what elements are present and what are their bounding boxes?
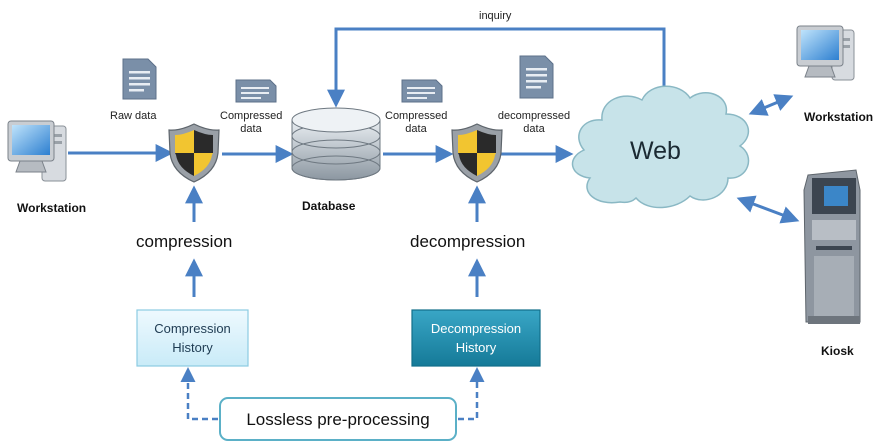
compressed-data-1-line2: data bbox=[240, 123, 262, 135]
raw-data-label: Raw data bbox=[110, 110, 157, 122]
compressed-document-icon-1 bbox=[235, 79, 277, 103]
compressed-data-2-label: Compressed data bbox=[385, 110, 447, 136]
workstation-right-icon bbox=[796, 25, 855, 81]
database-label: Database bbox=[302, 199, 356, 213]
decompressed-document-icon bbox=[519, 55, 554, 99]
database-icon bbox=[291, 107, 381, 181]
decompression-shield-icon bbox=[451, 123, 503, 183]
decompressed-data-label: decompressed data bbox=[490, 110, 578, 136]
compressed-data-2-line1: Compressed bbox=[385, 110, 448, 122]
compression-shield-icon bbox=[168, 123, 220, 183]
dashed-to-decompression-history bbox=[458, 367, 485, 421]
compressed-data-1-label: Compressed data bbox=[220, 110, 282, 136]
workstation-left-label: Workstation bbox=[17, 201, 87, 215]
web-label: Web bbox=[630, 137, 681, 165]
compressed-data-1-line1: Compressed bbox=[220, 110, 283, 122]
compression-history-line1: Compression bbox=[154, 321, 231, 336]
dashed-to-compression-history bbox=[180, 367, 218, 421]
workstation-right-label: Workstation bbox=[804, 110, 874, 124]
compression-history-text: Compression History bbox=[137, 310, 248, 366]
kiosk-label: Kiosk bbox=[821, 344, 854, 358]
compressed-data-2-line2: data bbox=[405, 123, 427, 135]
arrow-web-workstation bbox=[748, 94, 794, 116]
compressed-document-icon-2 bbox=[401, 79, 443, 103]
lossless-label: Lossless pre-processing bbox=[246, 409, 430, 429]
inquiry-connector bbox=[327, 27, 666, 108]
workstation-left-icon bbox=[7, 120, 67, 182]
decompression-history-line2: History bbox=[455, 340, 497, 355]
decompressed-data-line1: decompressed bbox=[497, 110, 571, 122]
arrow-web-kiosk bbox=[736, 195, 800, 224]
raw-document-icon bbox=[122, 58, 157, 100]
compression-history-line2: History bbox=[172, 340, 213, 355]
decompression-label: decompression bbox=[410, 232, 526, 251]
decompression-history-box bbox=[411, 309, 541, 367]
decompressed-data-line2: data bbox=[523, 123, 545, 135]
kiosk-icon bbox=[803, 169, 861, 324]
lossless-box bbox=[219, 397, 457, 441]
compression-history-box bbox=[136, 309, 249, 367]
compression-label: compression bbox=[136, 232, 233, 251]
decompression-history-text: Decompression History bbox=[412, 310, 540, 366]
web-cloud-icon bbox=[571, 85, 750, 209]
decompression-history-line1: Decompression bbox=[430, 321, 522, 336]
inquiry-label: inquiry bbox=[479, 10, 512, 22]
